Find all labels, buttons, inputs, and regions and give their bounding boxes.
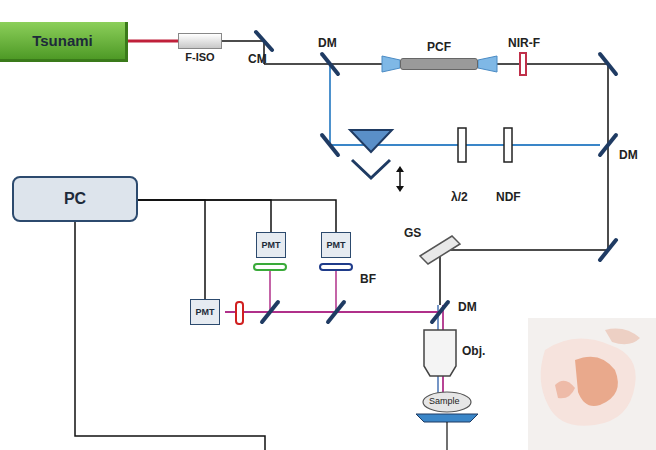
part-label: DM bbox=[318, 36, 337, 50]
laser-beam bbox=[128, 41, 178, 42]
detector-box: PMT bbox=[256, 232, 286, 258]
detector-box: PMT bbox=[321, 232, 351, 258]
node-label: PMT bbox=[327, 240, 346, 250]
part-label: GS bbox=[404, 226, 421, 240]
part-label: BF bbox=[360, 272, 376, 286]
part-label: Obj. bbox=[462, 344, 485, 358]
computer-box: PC bbox=[12, 176, 138, 222]
node-label: PMT bbox=[196, 307, 215, 317]
part-label: DM bbox=[458, 300, 477, 314]
part-label: NDF bbox=[496, 190, 521, 204]
laser-box: Tsunami bbox=[0, 22, 128, 62]
node-label: PCF bbox=[427, 40, 451, 54]
node-label: Tsunami bbox=[32, 32, 93, 49]
part-label: NIR-F bbox=[508, 36, 540, 50]
node-label: PMT bbox=[262, 240, 281, 250]
isolator-box: F-ISO bbox=[178, 33, 222, 49]
part-label: DM bbox=[619, 148, 638, 162]
detector-box: PMT bbox=[190, 299, 220, 325]
fiber-box: PCF bbox=[400, 58, 478, 70]
signal-cable bbox=[138, 200, 336, 232]
part-label: λ/2 bbox=[451, 190, 468, 204]
node-label: F-ISO bbox=[185, 51, 214, 63]
signal-cable bbox=[138, 200, 205, 299]
part-label: Sample bbox=[429, 396, 460, 406]
node-label: PC bbox=[64, 190, 86, 208]
part-label: CM bbox=[248, 52, 267, 66]
